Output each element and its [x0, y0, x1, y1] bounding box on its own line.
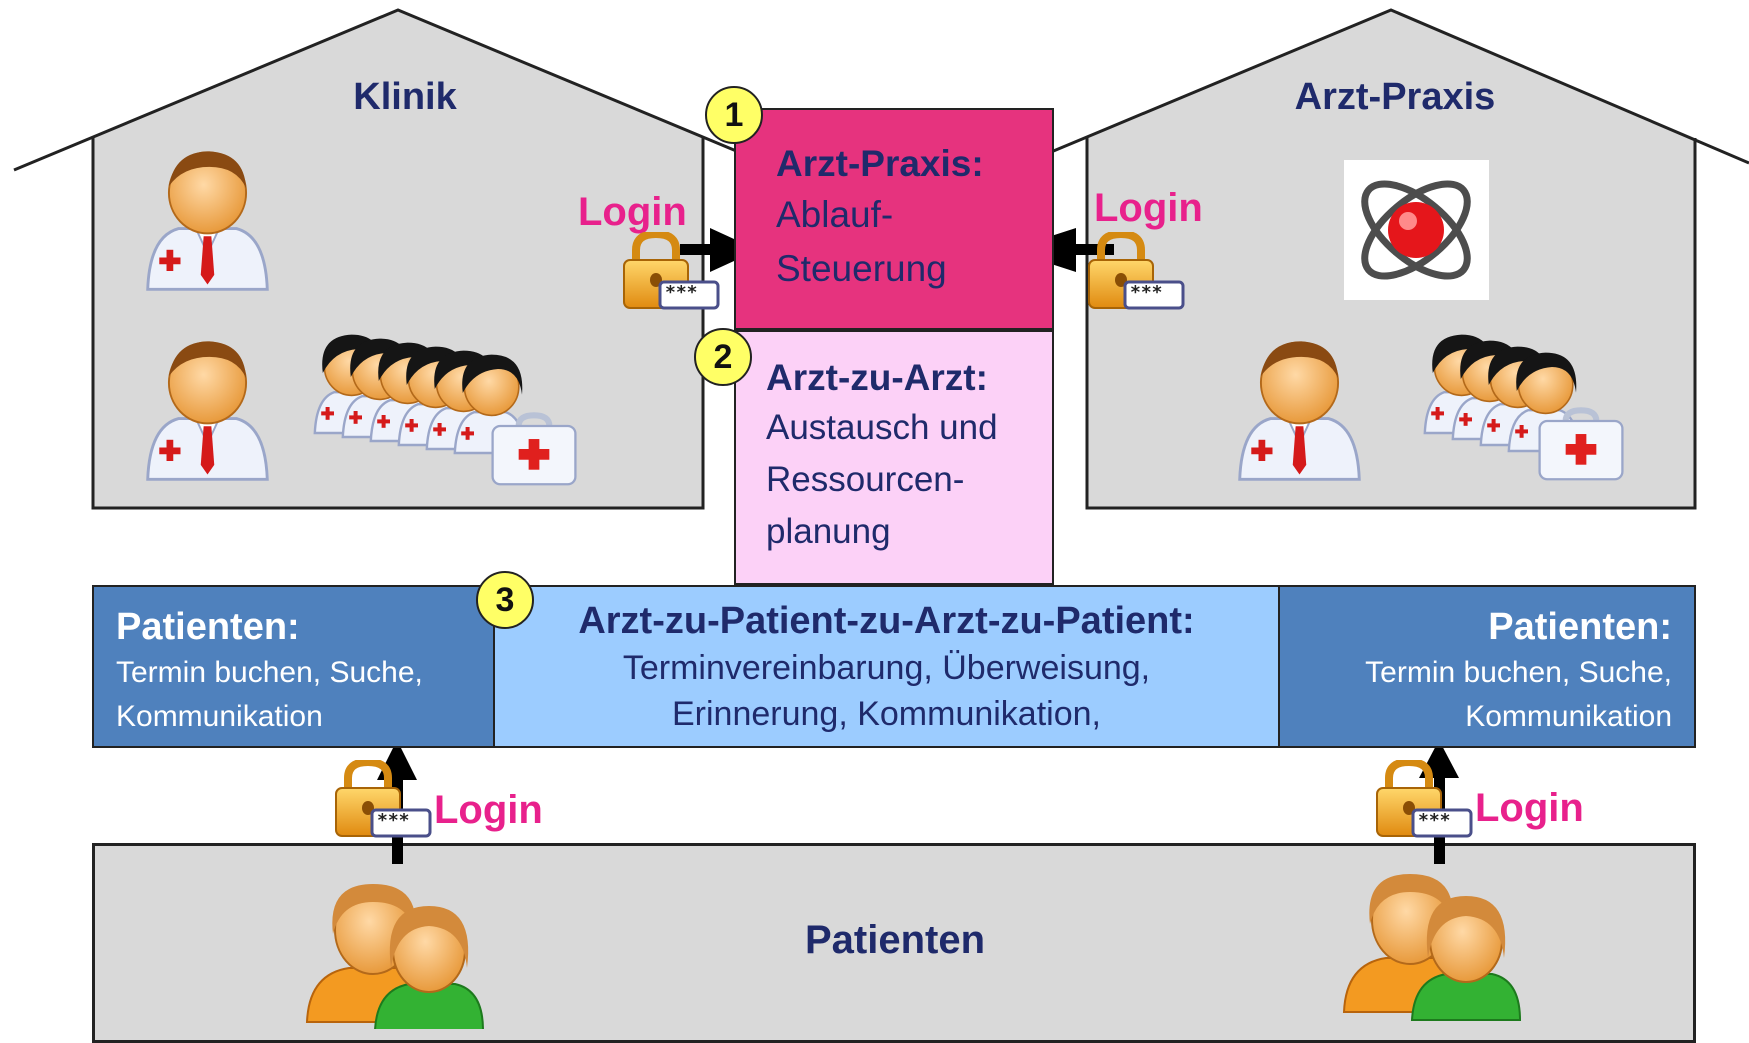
lock-icon: ***	[1085, 232, 1185, 312]
band-left-title: Patienten:	[116, 606, 300, 648]
band-middle: Arzt-zu-Patient-zu-Arzt-zu-Patient: Term…	[493, 585, 1280, 748]
lock-icon: ***	[620, 232, 720, 312]
box1-line2: Steuerung	[776, 248, 947, 289]
box2-title: Arzt-zu-Arzt:	[766, 357, 988, 398]
patients-floor-title: Patienten	[804, 918, 986, 962]
klinik-title: Klinik	[353, 76, 457, 118]
band-right-line1: Termin buchen, Suche,	[1365, 656, 1672, 689]
band-left-line2: Kommunikation	[116, 700, 323, 733]
login-label-patients-right: Login	[1475, 786, 1584, 830]
lock-password-text: ***	[1130, 282, 1163, 303]
praxis-title: Arzt-Praxis	[1294, 76, 1496, 118]
lock-icon: ***	[1373, 760, 1473, 840]
box1-line1: Ablauf-	[776, 194, 894, 235]
box-arzt-zu-arzt: Arzt-zu-Arzt: Austausch und Ressourcen- …	[734, 330, 1054, 585]
lock-icon: ***	[332, 760, 432, 840]
atom-logo-icon	[1344, 160, 1489, 300]
lock-password-text: ***	[665, 282, 698, 303]
medical-kit-icon	[1540, 410, 1623, 479]
band-right-patienten: Patienten: Termin buchen, Suche, Kommuni…	[1278, 585, 1696, 748]
badge-2: 2	[694, 328, 752, 386]
band-middle-line2: Erinnerung, Kommunikation,	[671, 695, 1101, 733]
band-left-line1: Termin buchen, Suche,	[116, 656, 423, 689]
lock-password-text: ***	[1418, 810, 1451, 831]
login-label-praxis: Login	[1094, 186, 1203, 230]
box2-line1: Austausch und	[766, 408, 998, 447]
band-middle-title: Arzt-zu-Patient-zu-Arzt-zu-Patient:	[578, 600, 1195, 642]
band-middle-line1: Terminvereinbarung, Überweisung,	[622, 649, 1151, 687]
medical-kit-icon	[493, 415, 576, 484]
lock-password-text: ***	[377, 810, 410, 831]
login-label-patients-left: Login	[434, 788, 543, 832]
band-right-line2: Kommunikation	[1465, 700, 1672, 733]
box1-title: Arzt-Praxis:	[776, 143, 984, 184]
box2-line2: Ressourcen-	[766, 460, 965, 499]
badge-1: 1	[705, 86, 763, 144]
band-left-patienten: Patienten: Termin buchen, Suche, Kommuni…	[92, 585, 495, 748]
band-right-title: Patienten:	[1488, 606, 1672, 648]
box-ablauf-steuerung: Arzt-Praxis: Ablauf- Steuerung	[734, 108, 1054, 330]
login-label-klinik: Login	[578, 190, 687, 234]
badge-3: 3	[476, 571, 534, 629]
box2-line3: planung	[766, 512, 891, 551]
